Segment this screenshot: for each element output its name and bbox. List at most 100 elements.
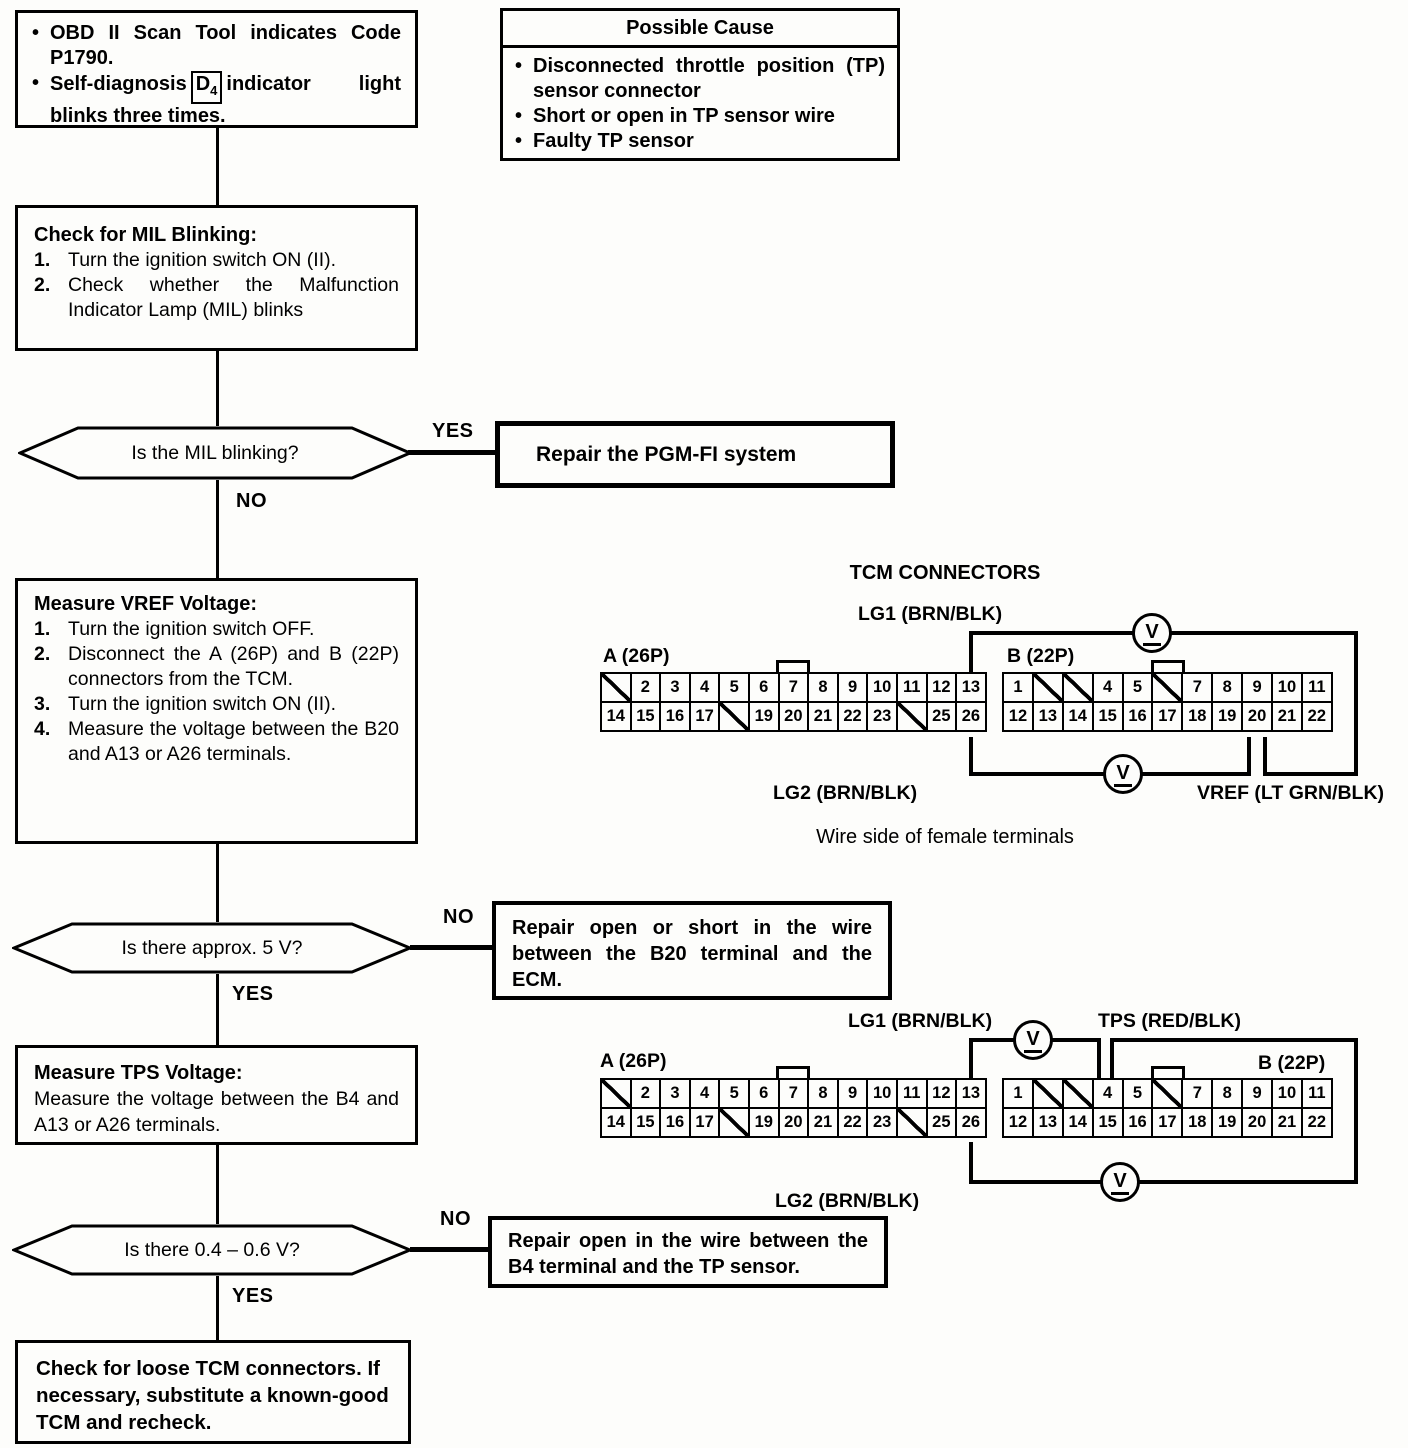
- measure-tps-title: Measure TPS Voltage:: [34, 1062, 243, 1084]
- pin-cell: 4: [689, 1079, 720, 1108]
- decision-mil-blinking: Is the MIL blinking?: [18, 426, 412, 480]
- pin-cell-blocked: [896, 1108, 927, 1137]
- check-mil-box: Check for MIL Blinking: 1.Turn the ignit…: [15, 205, 418, 351]
- wire-a13-riser: [969, 1042, 973, 1078]
- diagram1-vref-label: VREF (LT GRN/BLK): [1197, 782, 1385, 804]
- pin-cell: 17: [689, 1108, 720, 1137]
- pin-cell: 1: [1003, 673, 1033, 702]
- connector-key-tab: [776, 1066, 810, 1079]
- check-mil-steps: 1.Turn the ignition switch ON (II).2.Che…: [34, 248, 399, 323]
- no-label: NO: [443, 906, 474, 928]
- pin-cell: 21: [808, 1108, 838, 1137]
- action-repair-pgmfi: Repair the PGM-FI system: [495, 421, 895, 488]
- bullet-icon: •: [515, 105, 523, 127]
- pin-cell: 21: [1272, 702, 1302, 731]
- pin-cell: 12: [1003, 702, 1033, 731]
- step-text: Disconnect the A (26P) and B (22P) conne…: [68, 643, 399, 690]
- pin-cell: 9: [1242, 1079, 1273, 1108]
- pin-cell: 17: [689, 702, 720, 731]
- flow-line: [216, 844, 219, 922]
- pin-cell: 16: [660, 1108, 690, 1137]
- pin-cell: 22: [1301, 702, 1332, 731]
- pin-cell: 7: [778, 1079, 809, 1108]
- connector-key-tab: [1151, 1066, 1185, 1079]
- pin-cell: 5: [719, 673, 749, 702]
- pin-cell: 4: [1092, 673, 1123, 702]
- voltmeter-symbol: V: [1143, 621, 1161, 646]
- action-repair-b20-wire: Repair open or short in the wire between…: [492, 901, 892, 1000]
- pin-cell: 10: [1272, 1079, 1302, 1108]
- pin-cell: 18: [1182, 1108, 1213, 1137]
- pin-cell: 14: [1062, 702, 1093, 731]
- step-item: 2.Check whether the Malfunction Indicato…: [34, 273, 399, 323]
- possible-cause-list: • Disconnected throttle position (TP) sen…: [503, 48, 897, 160]
- step-number: 1.: [34, 618, 51, 640]
- pin-cell: 25: [926, 702, 957, 731]
- step-item: 1.Turn the ignition switch OFF.: [34, 617, 399, 642]
- measure-vref-steps: 1.Turn the ignition switch OFF.2. Disconn…: [34, 617, 399, 767]
- pin-cell: 20: [778, 702, 809, 731]
- pin-cell-blocked: [601, 673, 631, 702]
- diagram1-lg1-label: LG1 (BRN/BLK): [858, 603, 1003, 625]
- voltmeter-symbol: V: [1111, 1170, 1129, 1195]
- symptom-item: • OBD II Scan Tool indicates Code P1790.: [32, 21, 401, 71]
- diagram2-connector-a-label: A (26P): [600, 1050, 667, 1072]
- step-number: 2.: [34, 643, 51, 665]
- measure-tps-box: Measure TPS Voltage: Measure the voltage…: [15, 1045, 418, 1145]
- pin-cell: 7: [1182, 1079, 1213, 1108]
- pin-cell: 15: [1092, 702, 1123, 731]
- voltmeter-symbol: V: [1114, 762, 1132, 787]
- wire-b20-riser-right: [1263, 737, 1267, 776]
- pin-cell: 21: [1272, 1108, 1302, 1137]
- pin-cell: 10: [867, 1079, 897, 1108]
- pin-cell: 14: [601, 702, 631, 731]
- pin-cell: 12: [926, 673, 957, 702]
- bullet-text: Faulty TP sensor: [533, 130, 694, 152]
- pin-cell: 20: [1242, 702, 1273, 731]
- pin-cell: 16: [1122, 702, 1153, 731]
- step-text: Check whether the Malfunction Indicator …: [68, 274, 399, 321]
- flow-line: [216, 480, 219, 578]
- pin-cell: 13: [1032, 1108, 1063, 1137]
- decision-question: Is there approx. 5 V?: [121, 936, 303, 959]
- pin-cell: 18: [1182, 702, 1213, 731]
- step-item: 3.Turn the ignition switch ON (II).: [34, 692, 399, 717]
- pin-cell: 13: [956, 1079, 986, 1108]
- diagram1-title: TCM CONNECTORS: [849, 562, 1041, 584]
- pin-cell: 11: [896, 673, 927, 702]
- voltmeter-icon: V: [1100, 1162, 1140, 1202]
- pin-cell: 10: [867, 673, 897, 702]
- pin-cell-blocked: [1032, 1079, 1063, 1108]
- step-number: 4.: [34, 718, 51, 740]
- flow-line: [216, 1145, 219, 1224]
- measure-vref-box: Measure VREF Voltage: 1.Turn the ignitio…: [15, 578, 418, 844]
- pin-cell: 17: [1152, 702, 1183, 731]
- wire-right-wrap: [1354, 1038, 1358, 1184]
- flow-line: [408, 450, 495, 455]
- pin-cell: 11: [1301, 673, 1332, 702]
- bullet-item: •Faulty TP sensor: [515, 129, 885, 154]
- voltmeter-icon: V: [1132, 613, 1172, 653]
- d4-subscript: 4: [210, 83, 218, 98]
- pin-cell: 14: [1062, 1108, 1093, 1137]
- diagram2-tps-label: TPS (RED/BLK): [1098, 1010, 1241, 1032]
- flow-line: [216, 974, 219, 1045]
- wire-right-wrap: [1354, 631, 1358, 776]
- diagram2-lg2-label: LG2 (BRN/BLK): [775, 1190, 920, 1212]
- pin-cell: 26: [956, 702, 986, 731]
- pin-cell: 22: [837, 702, 868, 731]
- pin-cell: 15: [630, 702, 661, 731]
- d4-indicator-icon: D4: [190, 71, 223, 104]
- bullet-text: Disconnected throttle position (TP) sens…: [533, 55, 885, 102]
- pin-cell: 8: [1212, 673, 1243, 702]
- pin-cell: 2: [630, 1079, 661, 1108]
- voltmeter-symbol: V: [1024, 1028, 1042, 1053]
- pin-cell-blocked: [719, 702, 749, 731]
- symptom-box: • OBD II Scan Tool indicates Code P1790.…: [15, 10, 418, 128]
- decision-approx-5v: Is there approx. 5 V?: [12, 922, 412, 974]
- yes-label: YES: [432, 420, 474, 442]
